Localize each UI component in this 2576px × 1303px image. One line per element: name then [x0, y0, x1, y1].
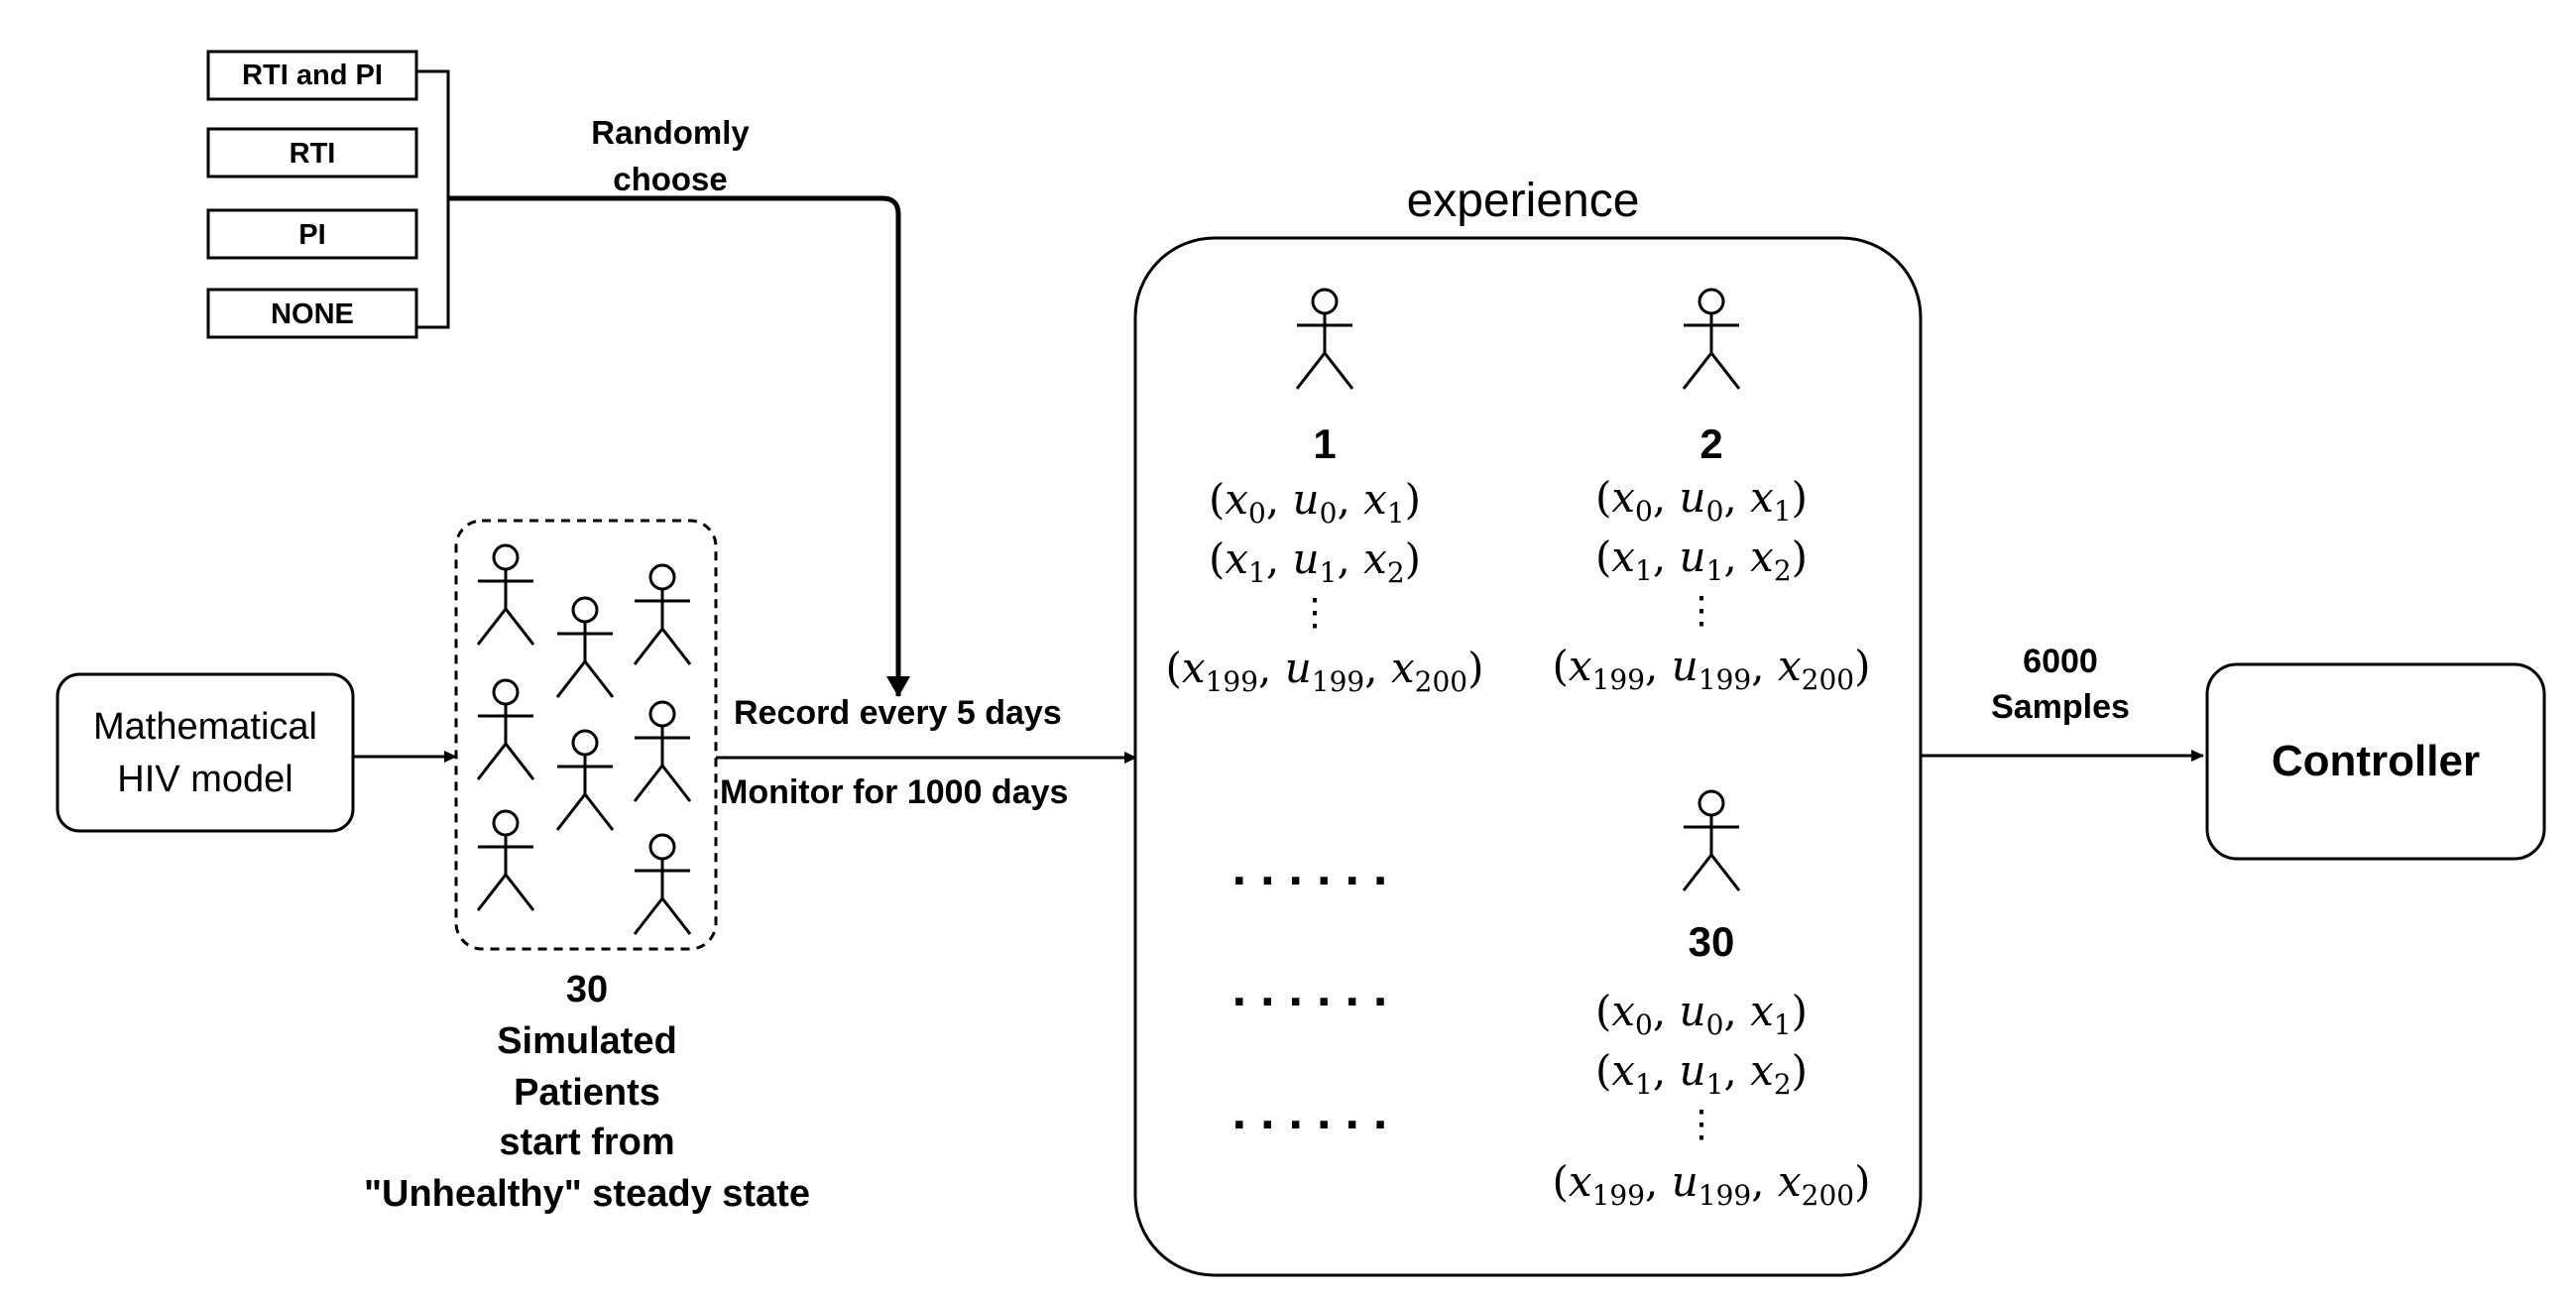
treatment-box-none	[206, 288, 418, 339]
treatment-label-pi: PI	[298, 219, 325, 251]
treatment-box-pi	[206, 208, 418, 260]
ellipsis-row-3: ......	[1232, 1083, 1402, 1140]
patients-caption: 30 Simulated Patients start from "Unheal…	[364, 969, 810, 1215]
treatment-bracket	[416, 69, 450, 329]
vertical-ellipsis: ⋮	[1683, 1102, 1720, 1145]
ellipsis-row-1: ......	[1232, 839, 1402, 896]
tuple-row-1: (x0, u0, x1)	[1595, 473, 1808, 528]
random-choose-arrow	[448, 195, 910, 697]
patients-caption-line4: "Unhealthy" steady state	[364, 1173, 810, 1215]
treatment-options: RTI and PI RTI PI NONE	[206, 50, 450, 339]
random-choose-label-line2: choose	[613, 161, 728, 197]
samples-label: Samples	[1991, 688, 2130, 726]
ellipsis-row-2: ......	[1232, 960, 1402, 1017]
patients-caption-line3: start from	[499, 1122, 674, 1163]
tuple-row-1: (x0, u0, x1)	[1595, 987, 1808, 1041]
record-label: Record every 5 days	[734, 694, 1062, 732]
treatment-label-rti-pi: RTI and PI	[242, 59, 383, 91]
patient-id-30: 30	[1689, 918, 1735, 965]
patients-caption-line2: Patients	[514, 1072, 660, 1114]
patients-caption-line1: Simulated	[497, 1020, 677, 1062]
experience-title: experience	[1407, 175, 1640, 227]
hiv-model-label-line1: Mathematical	[93, 706, 317, 748]
vertical-ellipsis: ⋮	[1683, 588, 1720, 632]
samples-count: 6000	[2023, 643, 2098, 680]
patients-count: 30	[566, 969, 608, 1010]
treatment-label-rti: RTI	[290, 138, 336, 170]
hiv-model-box	[56, 672, 355, 833]
experience-patient-2: 2 (x0, u0, x1) (x1, u1, x2) ⋮ (x199, u19…	[1553, 288, 1870, 696]
experience-patient-30: 30 (x0, u0, x1) (x1, u1, x2) ⋮ (x199, u1…	[1553, 789, 1870, 1212]
vertical-ellipsis: ⋮	[1296, 590, 1334, 634]
tuple-row-2: (x1, u1, x2)	[1209, 534, 1421, 589]
experience-patient-1: 1 (x0, u0, x1) (x1, u1, x2) ⋮ (x199, u19…	[1166, 288, 1483, 698]
treatment-box-rti-pi	[206, 50, 418, 101]
tuple-row-2: (x1, u1, x2)	[1595, 1046, 1808, 1101]
random-choose-label-line1: Randomly	[591, 114, 750, 151]
monitor-label: Monitor for 1000 days	[720, 773, 1068, 811]
patient-figures	[476, 543, 692, 936]
tuple-row-1: (x0, u0, x1)	[1209, 475, 1421, 530]
controller-box	[2205, 662, 2546, 861]
patient-id-1: 1	[1313, 420, 1336, 467]
patient-id-2: 2	[1699, 420, 1722, 467]
hiv-model-label-line2: HIV model	[117, 759, 293, 800]
tuple-row-2: (x1, u1, x2)	[1595, 533, 1808, 587]
treatment-label-none: NONE	[271, 298, 354, 330]
patients-group-box	[454, 519, 718, 951]
treatment-box-rti	[206, 127, 418, 178]
controller-label: Controller	[2272, 737, 2480, 785]
